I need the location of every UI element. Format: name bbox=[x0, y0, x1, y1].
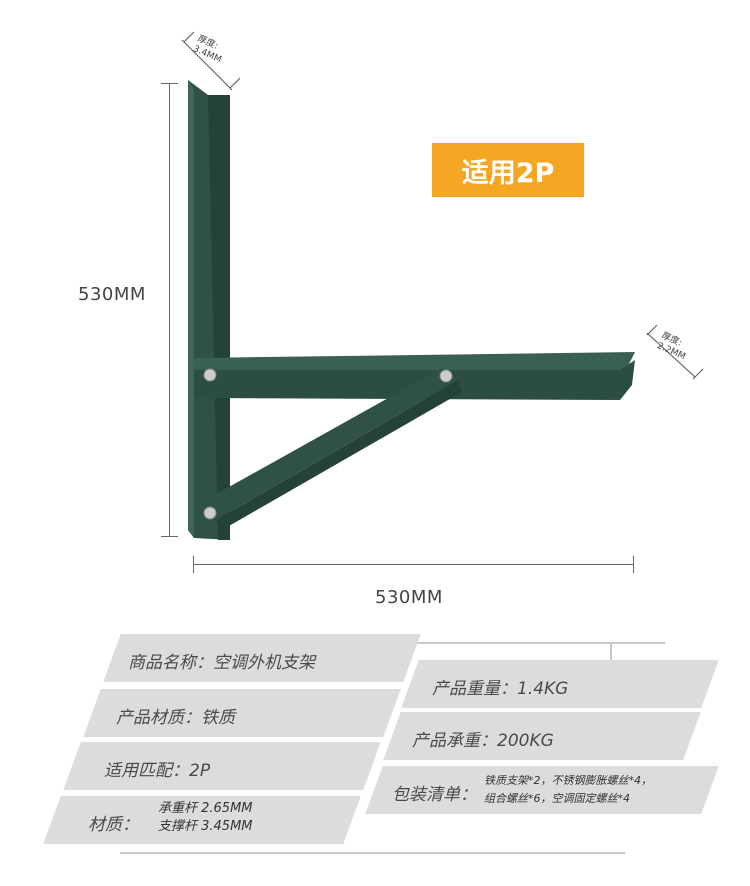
spec-frame-right bbox=[610, 642, 612, 662]
spec-thickness-values: 承重杆 2.65MM 支撑杆 3.45MM bbox=[158, 801, 253, 834]
height-label: 530MM bbox=[78, 284, 146, 305]
width-dimension-tick-right bbox=[633, 556, 634, 573]
arm-thickness-callout bbox=[646, 325, 704, 380]
width-dimension-tick-left bbox=[193, 556, 194, 573]
bracket-image bbox=[188, 80, 635, 540]
compatibility-badge: 适用2P bbox=[432, 143, 584, 197]
height-dimension-tick-bottom bbox=[161, 536, 178, 537]
height-dimension-line bbox=[169, 83, 170, 537]
width-label: 530MM bbox=[375, 587, 443, 608]
spec-name: 商品名称：空调外机支架 bbox=[128, 653, 315, 673]
spec-package-values: 铁质支架*2，不锈钢膨胀螺丝*4， 组合螺丝*6，空调固定螺丝*4 bbox=[484, 774, 652, 805]
spec-material: 产品材质：铁质 bbox=[116, 708, 235, 728]
spec-capacity: 产品承重：200KG bbox=[412, 731, 554, 751]
width-dimension-line bbox=[193, 564, 634, 565]
spec-package-label: 包装清单： bbox=[392, 785, 477, 805]
spec-thickness-label: 材质： bbox=[88, 815, 139, 835]
spec-frame-bottom bbox=[120, 852, 625, 854]
spec-weight: 产品重量：1.4KG bbox=[432, 679, 569, 699]
height-dimension-tick-top bbox=[161, 83, 178, 84]
spec-match: 适用匹配：2P bbox=[104, 761, 211, 781]
upright-thickness-callout bbox=[181, 31, 240, 91]
